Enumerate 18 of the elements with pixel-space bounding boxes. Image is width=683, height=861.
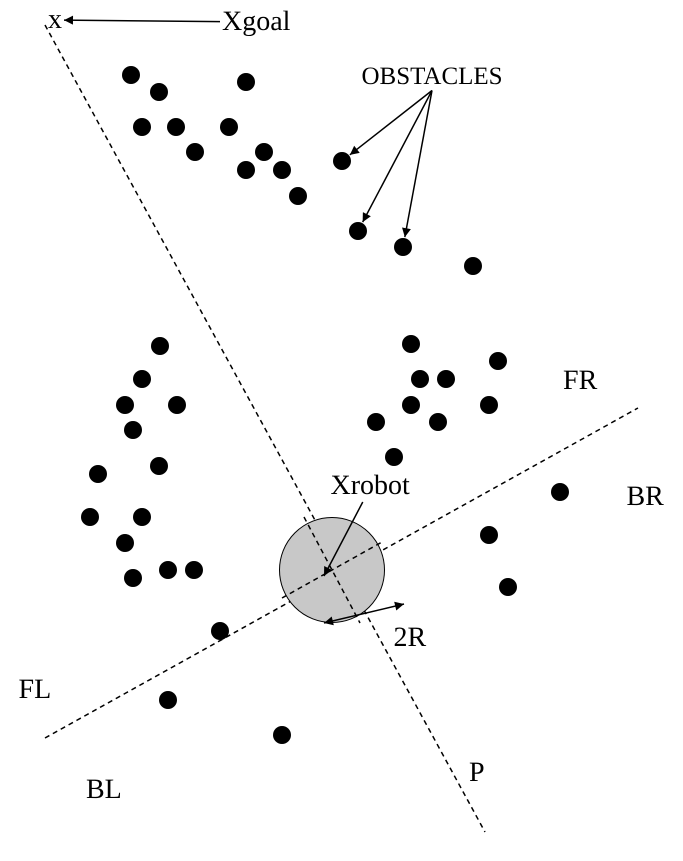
arrow [323, 502, 364, 576]
text-label: Xrobot [330, 472, 410, 500]
text-label: P [469, 759, 485, 787]
arrow [349, 90, 432, 156]
text-label: x [48, 6, 62, 34]
obstacle-dot [394, 238, 412, 256]
arrow [402, 90, 433, 238]
text-label: BR [626, 483, 664, 511]
text-label: Xgoal [222, 8, 290, 36]
text-label: FR [563, 367, 598, 395]
text-label: OBSTACLES [362, 64, 503, 88]
arrow [362, 90, 433, 222]
text-label: BL [86, 776, 122, 804]
obstacle-dot [349, 222, 367, 240]
arrow [64, 16, 220, 25]
text-label: 2R [394, 624, 426, 652]
obstacle-dot [333, 152, 351, 170]
text-label: FL [18, 676, 52, 704]
